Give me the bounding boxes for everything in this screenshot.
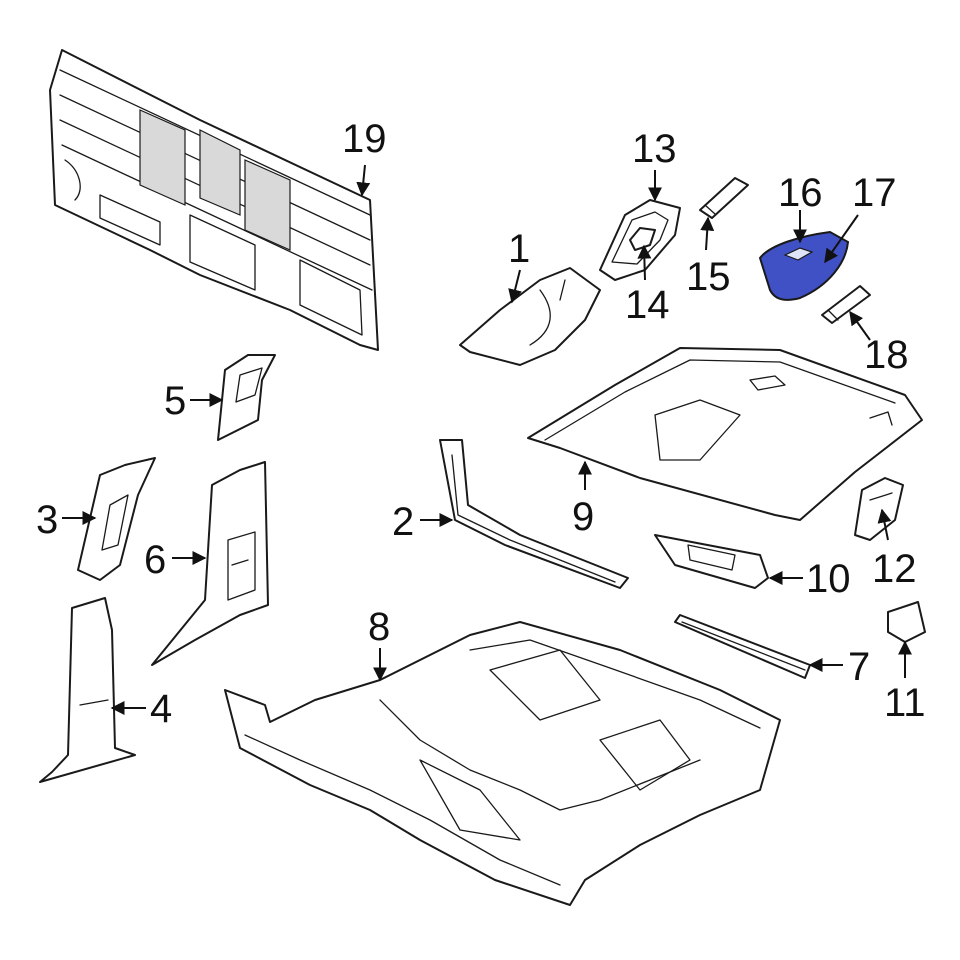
arrow-15 xyxy=(700,216,715,251)
callout-3: 3 xyxy=(36,498,58,542)
part-8-floor-carpet[interactable] xyxy=(224,621,781,906)
part-18-bulb[interactable] xyxy=(821,285,871,324)
part-2-sill-plate[interactable] xyxy=(439,439,629,589)
callout-13: 13 xyxy=(632,127,677,171)
callout-9: 9 xyxy=(572,495,594,539)
arrow-17 xyxy=(824,214,859,264)
part-10-sun-visor[interactable] xyxy=(654,534,769,589)
part-12-bracket[interactable] xyxy=(854,477,904,541)
callout-2: 2 xyxy=(392,500,414,544)
callout-12: 12 xyxy=(872,547,917,591)
callout-1: 1 xyxy=(508,227,530,271)
leader-arrows xyxy=(62,164,912,715)
part-11-clip[interactable] xyxy=(887,601,926,643)
callout-15: 15 xyxy=(686,255,731,299)
part-1-pillar-trim[interactable] xyxy=(459,267,601,366)
arrow-18 xyxy=(849,310,871,341)
callout-18: 18 xyxy=(864,333,909,377)
part-14-lamp-lens[interactable] xyxy=(629,227,656,251)
arrow-14 xyxy=(637,244,652,281)
callout-8: 8 xyxy=(368,605,390,649)
callout-5: 5 xyxy=(164,379,186,423)
arrow-19 xyxy=(356,164,371,197)
callout-4: 4 xyxy=(150,687,172,731)
callout-17: 17 xyxy=(852,171,897,215)
part-5-trim-panel[interactable] xyxy=(217,354,276,441)
callout-7: 7 xyxy=(848,645,870,689)
part-15-bulb[interactable] xyxy=(699,177,749,219)
part-17-lamp-assembly[interactable] xyxy=(758,230,850,301)
part-9-headliner[interactable] xyxy=(527,347,923,521)
arrow-12 xyxy=(877,508,892,541)
callout-6: 6 xyxy=(144,538,166,582)
callout-10: 10 xyxy=(806,557,851,601)
part-3-pillar-trim[interactable] xyxy=(77,457,156,581)
part-19-rear-panel[interactable] xyxy=(49,49,379,351)
callout-16: 16 xyxy=(778,171,823,215)
callout-14: 14 xyxy=(625,283,670,327)
part-7-scuff-strip[interactable] xyxy=(674,614,811,679)
part-6-quarter-trim[interactable] xyxy=(151,461,269,666)
callout-labels: 19 1 13 14 15 16 17 18 5 9 2 3 6 12 10 8… xyxy=(36,117,926,731)
part-4-pillar-lower[interactable] xyxy=(39,597,136,783)
callout-19: 19 xyxy=(342,117,387,161)
callout-11: 11 xyxy=(884,681,926,725)
arrow-1 xyxy=(508,269,522,304)
